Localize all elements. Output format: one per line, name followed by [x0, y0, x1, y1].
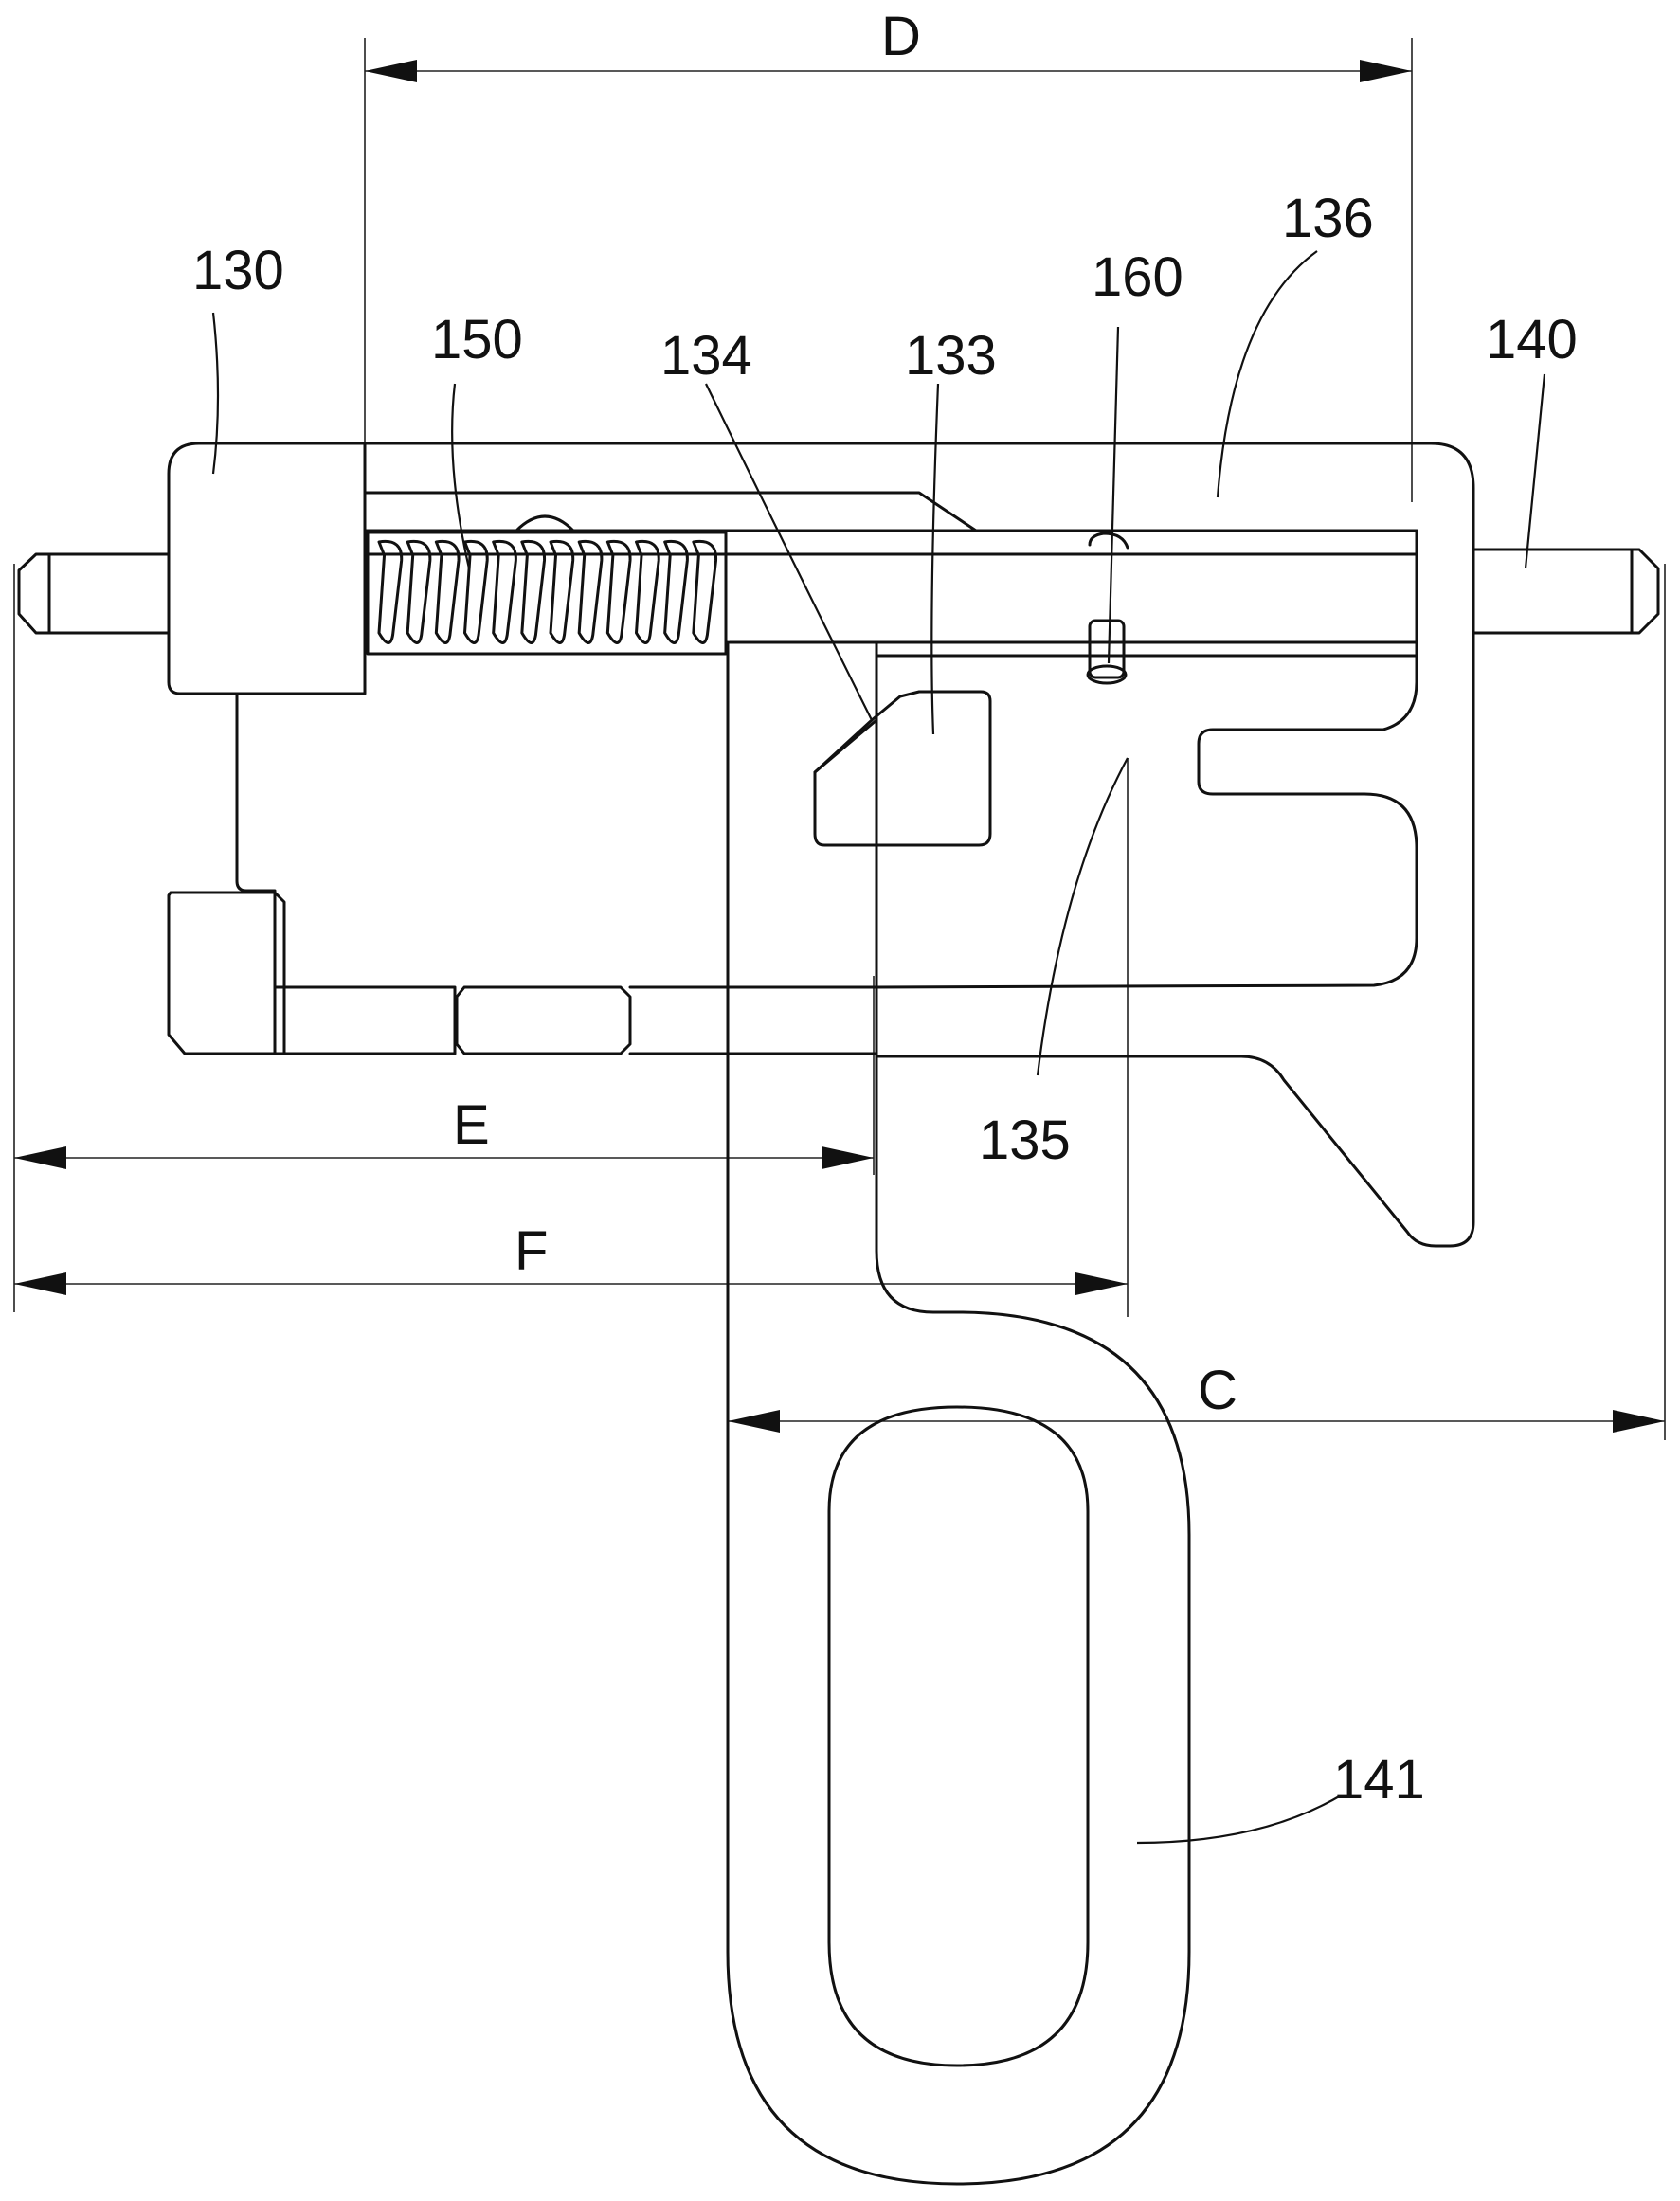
channel-outline [363, 491, 978, 532]
leader-133 [930, 383, 940, 735]
leader-140 [1524, 373, 1546, 569]
label-140: 140 [1486, 309, 1578, 370]
spring-coil [635, 539, 660, 644]
label-150: 150 [431, 309, 523, 370]
label-135: 135 [979, 1110, 1071, 1171]
handle-loop-141 [827, 1405, 1090, 2067]
leader-135 [1036, 757, 1129, 1076]
label-133: 133 [905, 325, 997, 387]
dimension-f [14, 758, 1129, 1317]
spring-coil [492, 539, 517, 644]
spring-coil [520, 539, 546, 644]
dimension-e [13, 564, 875, 1312]
foot-block [167, 891, 286, 1055]
spring-coil [577, 539, 604, 644]
lower-frame [235, 692, 457, 1055]
label-160: 160 [1092, 246, 1183, 308]
spring-coil [605, 539, 632, 644]
dim-label-d: D [881, 6, 921, 67]
spring-150 [366, 514, 728, 656]
label-134: 134 [660, 325, 752, 387]
dim-label-c: C [1198, 1360, 1237, 1421]
leader-130 [211, 312, 220, 475]
leader-136 [1216, 250, 1318, 498]
pin-140 [17, 529, 1660, 731]
spring-coil [663, 539, 689, 644]
label-136: 136 [1282, 188, 1374, 249]
spring-coil [377, 539, 404, 644]
spring-coil [549, 539, 575, 644]
dim-label-e: E [453, 1094, 490, 1156]
spring-coil [434, 539, 461, 644]
dim-label-f: F [515, 1220, 548, 1282]
housing-outline [197, 442, 1475, 1248]
latch-133 [813, 690, 992, 847]
label-141: 141 [1333, 1749, 1425, 1811]
leader-134 [705, 383, 873, 721]
leader-150 [451, 383, 471, 569]
slot-rectangle [455, 985, 632, 1055]
cutout [875, 728, 1418, 989]
spring-coil [406, 539, 432, 644]
end-block-130 [167, 442, 367, 695]
leader-141 [1136, 1795, 1342, 1845]
lever-135 [726, 640, 1191, 2186]
leader-160 [1107, 326, 1120, 664]
dimension-c [728, 564, 1666, 1440]
dimension-d [364, 38, 1413, 502]
spring-coil [463, 539, 489, 644]
pin-160 [1086, 532, 1129, 685]
spring-coil [692, 539, 717, 644]
label-130: 130 [192, 240, 284, 301]
